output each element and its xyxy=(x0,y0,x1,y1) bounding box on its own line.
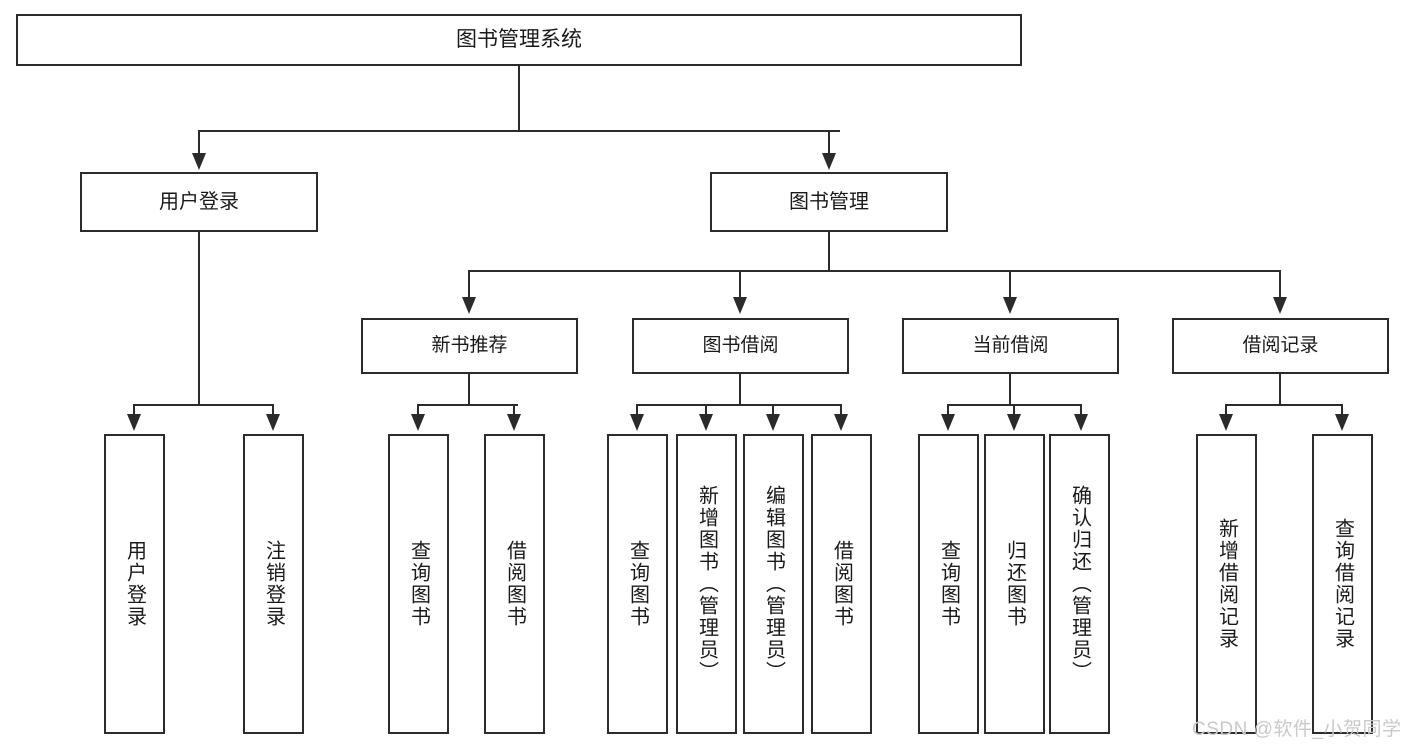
connector-current-borrow-stem xyxy=(1009,374,1011,406)
node-current-borrow[interactable]: 当前借阅 xyxy=(902,318,1119,374)
arrow-root-to-user-login xyxy=(192,153,206,170)
leaf-borrow-book-newbook[interactable]: 借阅图书 xyxy=(484,434,545,734)
connector-br-to-leaf-2 xyxy=(1341,404,1343,417)
node-label: 图书借阅 xyxy=(702,335,779,357)
arrow-cb-to-leaf-3 xyxy=(1074,414,1088,431)
connector-cb-to-leaf-1 xyxy=(947,404,949,417)
connector-cb-to-leaf-2 xyxy=(1013,404,1015,417)
node-borrow-records[interactable]: 借阅记录 xyxy=(1172,318,1389,374)
arrow-cb-to-leaf-2 xyxy=(1007,414,1021,431)
leaf-label: 新增图书（管理员） xyxy=(695,485,718,683)
node-book-management[interactable]: 图书管理 xyxy=(710,172,948,232)
leaf-label: 用户登录 xyxy=(123,540,146,628)
connector-nb-to-leaf-2 xyxy=(513,404,515,417)
leaf-borrow-book[interactable]: 借阅图书 xyxy=(811,434,872,734)
node-label: 当前借阅 xyxy=(972,335,1049,357)
connector-root-to-book-management xyxy=(828,130,830,156)
connector-bm-to-current-borrow xyxy=(1009,270,1011,300)
leaf-query-book-borrow[interactable]: 查询图书 xyxy=(607,434,668,734)
connector-book-management-bar xyxy=(468,270,1280,272)
watermark-text: CSDN @软件_小贺同学 xyxy=(1192,719,1402,740)
node-label: 图书管理系统 xyxy=(456,27,582,51)
leaf-add-borrow-record[interactable]: 新增借阅记录 xyxy=(1196,434,1257,734)
connector-book-borrow-stem xyxy=(739,374,741,406)
leaf-confirm-return-admin[interactable]: 确认归还（管理员） xyxy=(1049,434,1110,734)
leaf-label: 编辑图书（管理员） xyxy=(762,485,785,683)
arrow-user-login-to-leaf-2 xyxy=(266,414,280,431)
node-label: 图书管理 xyxy=(789,190,869,213)
leaf-query-book-current[interactable]: 查询图书 xyxy=(918,434,979,734)
connector-bb-to-leaf-3 xyxy=(772,404,774,417)
arrow-nb-to-leaf-2 xyxy=(507,414,521,431)
node-label: 用户登录 xyxy=(159,190,239,213)
leaf-query-borrow-record[interactable]: 查询借阅记录 xyxy=(1312,434,1373,734)
leaf-label: 归还图书 xyxy=(1003,540,1026,628)
leaf-add-book-admin[interactable]: 新增图书（管理员） xyxy=(676,434,737,734)
connector-bm-to-book-borrow xyxy=(739,270,741,300)
connector-user-login-bar xyxy=(133,404,272,406)
connector-user-login-to-leaf-2 xyxy=(272,404,274,417)
connector-new-book-bar xyxy=(417,404,518,406)
connector-cb-to-leaf-3 xyxy=(1080,404,1082,417)
connector-bb-to-leaf-2 xyxy=(705,404,707,417)
connector-book-borrow-bar xyxy=(636,404,842,406)
arrow-bm-to-borrow-records xyxy=(1273,297,1287,314)
leaf-label: 借阅图书 xyxy=(503,540,526,628)
arrow-bm-to-book-borrow xyxy=(733,297,747,314)
node-root-book-management-system[interactable]: 图书管理系统 xyxy=(16,14,1022,66)
arrow-bb-to-leaf-3 xyxy=(766,414,780,431)
connector-user-login-stem xyxy=(198,232,200,406)
node-book-borrow[interactable]: 图书借阅 xyxy=(632,318,849,374)
arrow-bb-to-leaf-4 xyxy=(834,414,848,431)
node-label: 新书推荐 xyxy=(431,335,508,357)
connector-user-login-to-leaf-1 xyxy=(133,404,135,417)
connector-bb-to-leaf-1 xyxy=(636,404,638,417)
leaf-query-book-newbook[interactable]: 查询图书 xyxy=(388,434,449,734)
connector-borrow-records-stem xyxy=(1279,374,1281,406)
connector-new-book-stem xyxy=(468,374,470,406)
connector-book-management-stem xyxy=(828,232,830,272)
arrow-user-login-to-leaf-1 xyxy=(127,414,141,431)
connector-bb-to-leaf-4 xyxy=(840,404,842,417)
arrow-bm-to-new-book xyxy=(462,297,476,314)
leaf-label: 确认归还（管理员） xyxy=(1068,485,1091,683)
leaf-label: 注销登录 xyxy=(262,540,285,628)
connector-root-stem xyxy=(518,66,520,130)
arrow-bm-to-current-borrow xyxy=(1003,297,1017,314)
node-new-book-recommend[interactable]: 新书推荐 xyxy=(361,318,578,374)
arrow-bb-to-leaf-2 xyxy=(699,414,713,431)
arrow-root-to-book-management xyxy=(822,153,836,170)
connector-borrow-records-bar xyxy=(1225,404,1343,406)
connector-bm-to-borrow-records xyxy=(1279,270,1281,300)
arrow-br-to-leaf-2 xyxy=(1335,414,1349,431)
arrow-br-to-leaf-1 xyxy=(1219,414,1233,431)
connector-root-bar xyxy=(198,130,840,132)
leaf-user-login[interactable]: 用户登录 xyxy=(104,434,165,734)
node-user-login[interactable]: 用户登录 xyxy=(80,172,318,232)
connector-nb-to-leaf-1 xyxy=(417,404,419,417)
connector-bm-to-new-book xyxy=(468,270,470,300)
leaf-label: 查询图书 xyxy=(407,540,430,628)
leaf-label: 查询图书 xyxy=(937,540,960,628)
leaf-label: 新增借阅记录 xyxy=(1215,518,1238,650)
arrow-bb-to-leaf-1 xyxy=(630,414,644,431)
leaf-label: 查询图书 xyxy=(626,540,649,628)
leaf-return-book[interactable]: 归还图书 xyxy=(984,434,1045,734)
leaf-edit-book-admin[interactable]: 编辑图书（管理员） xyxy=(743,434,804,734)
arrow-cb-to-leaf-1 xyxy=(941,414,955,431)
leaf-label: 查询借阅记录 xyxy=(1331,518,1354,650)
leaf-label: 借阅图书 xyxy=(830,540,853,628)
node-label: 借阅记录 xyxy=(1242,335,1319,357)
leaf-logout[interactable]: 注销登录 xyxy=(243,434,304,734)
connector-br-to-leaf-1 xyxy=(1225,404,1227,417)
connector-root-to-user-login xyxy=(198,130,200,156)
arrow-nb-to-leaf-1 xyxy=(411,414,425,431)
